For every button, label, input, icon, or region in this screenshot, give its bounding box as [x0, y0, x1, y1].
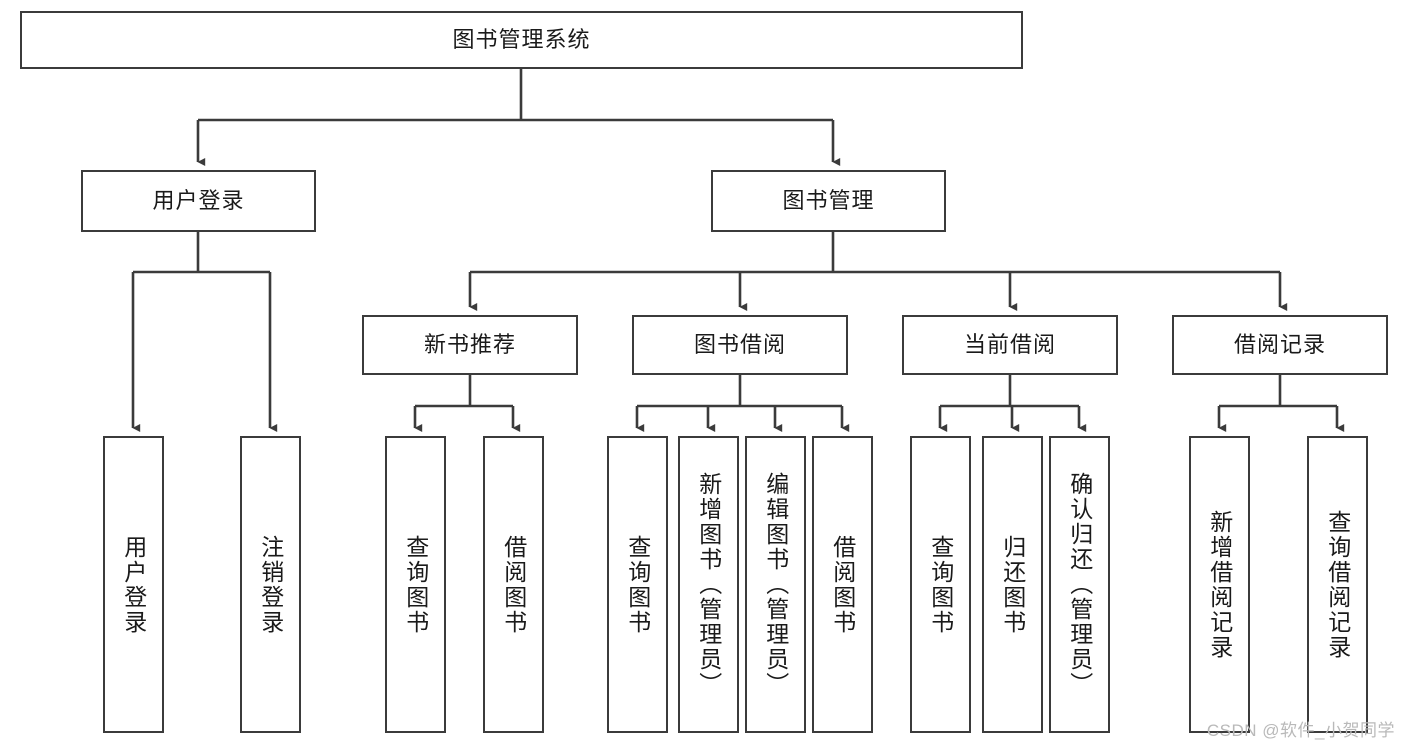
node-leaf-edit-book-label: 编辑图书（管理员） — [762, 472, 789, 697]
node-user-login[interactable]: 用户登录 — [81, 170, 316, 232]
node-new-book-rec[interactable]: 新书推荐 — [362, 315, 578, 375]
node-book-manage-label: 图书管理 — [782, 187, 875, 213]
node-leaf-add-record-label: 新增借阅记录 — [1206, 509, 1233, 660]
node-user-login-label: 用户登录 — [152, 187, 245, 213]
node-leaf-borrow-book-1[interactable]: 借阅图书 — [483, 436, 544, 733]
node-leaf-return-book[interactable]: 归还图书 — [982, 436, 1043, 733]
node-leaf-borrow-book-1-label: 借阅图书 — [500, 534, 527, 635]
node-leaf-user-logout-label: 注销登录 — [257, 534, 284, 635]
node-current-borrow-label: 当前借阅 — [963, 331, 1056, 357]
node-leaf-user-login-label: 用户登录 — [120, 534, 147, 635]
watermark: CSDN @软件_小贺同学 — [1206, 721, 1395, 740]
node-leaf-query-book-1-label: 查询图书 — [402, 534, 429, 635]
node-leaf-confirm-return-label: 确认归还（管理员） — [1066, 472, 1093, 697]
node-leaf-user-login[interactable]: 用户登录 — [103, 436, 164, 733]
node-leaf-query-book-3[interactable]: 查询图书 — [910, 436, 971, 733]
node-leaf-add-book-label: 新增图书（管理员） — [695, 472, 722, 697]
node-leaf-add-book[interactable]: 新增图书（管理员） — [678, 436, 739, 733]
node-root-label: 图书管理系统 — [452, 26, 591, 52]
node-leaf-return-book-label: 归还图书 — [999, 534, 1026, 635]
node-leaf-query-book-3-label: 查询图书 — [927, 534, 954, 635]
node-leaf-query-book-1[interactable]: 查询图书 — [385, 436, 446, 733]
node-leaf-user-logout[interactable]: 注销登录 — [240, 436, 301, 733]
node-leaf-borrow-book-2-label: 借阅图书 — [829, 534, 856, 635]
node-leaf-query-record[interactable]: 查询借阅记录 — [1307, 436, 1368, 733]
node-leaf-query-book-2[interactable]: 查询图书 — [607, 436, 668, 733]
node-leaf-query-record-label: 查询借阅记录 — [1324, 509, 1351, 660]
node-borrow-record[interactable]: 借阅记录 — [1172, 315, 1388, 375]
node-book-borrow[interactable]: 图书借阅 — [632, 315, 848, 375]
node-leaf-borrow-book-2[interactable]: 借阅图书 — [812, 436, 873, 733]
node-current-borrow[interactable]: 当前借阅 — [902, 315, 1118, 375]
node-root[interactable]: 图书管理系统 — [20, 11, 1023, 69]
node-leaf-confirm-return[interactable]: 确认归还（管理员） — [1049, 436, 1110, 733]
node-new-book-rec-label: 新书推荐 — [423, 331, 516, 357]
node-leaf-add-record[interactable]: 新增借阅记录 — [1189, 436, 1250, 733]
node-book-manage[interactable]: 图书管理 — [711, 170, 946, 232]
node-leaf-edit-book[interactable]: 编辑图书（管理员） — [745, 436, 806, 733]
node-leaf-query-book-2-label: 查询图书 — [624, 534, 651, 635]
node-book-borrow-label: 图书借阅 — [693, 331, 786, 357]
node-borrow-record-label: 借阅记录 — [1233, 331, 1326, 357]
